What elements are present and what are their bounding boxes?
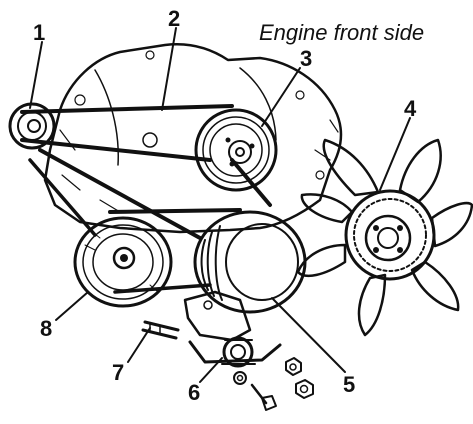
callout-6: 6 — [188, 380, 200, 405]
lower-drive-belts — [28, 148, 272, 294]
callout-5: 5 — [343, 372, 355, 397]
callout-7: 7 — [112, 360, 124, 385]
callout-leaders — [29, 27, 411, 383]
leader-3 — [261, 67, 301, 127]
callout-1: 1 — [33, 20, 45, 45]
water-pump-pulley — [194, 108, 278, 192]
leader-6 — [199, 357, 223, 383]
callout-3: 3 — [300, 46, 312, 71]
leader-1 — [29, 41, 43, 109]
callout-8: 8 — [40, 316, 52, 341]
bolt-and-nuts — [233, 357, 314, 411]
power-steering-pulley — [193, 210, 307, 314]
leader-5 — [271, 297, 346, 373]
crankshaft-pulley — [73, 216, 173, 308]
leader-7 — [127, 327, 151, 363]
callout-4: 4 — [404, 96, 417, 121]
cooling-fan — [296, 138, 473, 337]
alternator-pulley — [8, 102, 56, 150]
leader-4 — [379, 117, 411, 191]
callout-2: 2 — [168, 6, 180, 31]
leader-2 — [161, 27, 177, 111]
upper-drive-belt — [20, 104, 234, 162]
leader-8 — [55, 291, 89, 321]
belt-tensioner — [183, 290, 282, 368]
diagram-caption: Engine front side — [259, 20, 424, 45]
